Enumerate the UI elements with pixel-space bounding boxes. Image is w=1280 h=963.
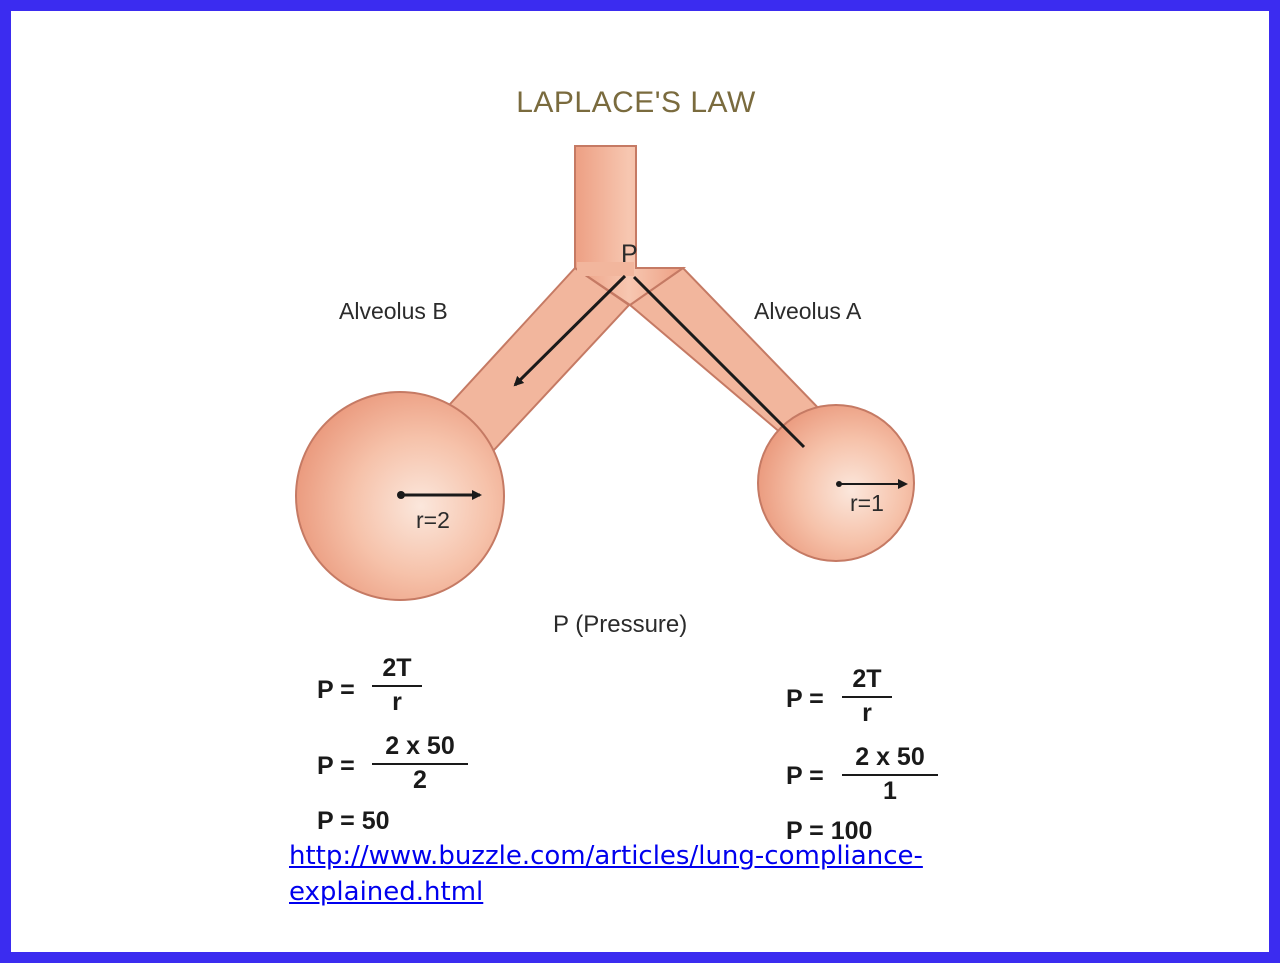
left-eq2-prefix: P = — [317, 752, 355, 780]
right-eq1-fraction: 2T r — [842, 665, 892, 728]
pressure-point-label: P — [621, 240, 638, 268]
pressure-caption: P (Pressure) — [553, 611, 688, 638]
diagram-title: LAPLACE'S LAW — [516, 86, 756, 119]
right-eq2-denominator: 1 — [883, 777, 897, 805]
left-eq2-fraction: 2 x 50 2 — [372, 732, 468, 795]
right-eq1-denominator: r — [862, 699, 872, 727]
radius-b-label: r=2 — [416, 507, 450, 533]
alveolus-b-label: Alveolus B — [339, 298, 448, 324]
alveolus-a-sphere — [757, 404, 915, 562]
left-result: P = 50 — [317, 807, 390, 835]
junction-fill — [577, 262, 634, 276]
flow-arrow-to-b — [513, 274, 627, 387]
right-eq2-numerator: 2 x 50 — [842, 743, 938, 776]
flow-line-from-a — [632, 275, 806, 449]
radius-a-label: r=1 — [850, 490, 884, 516]
source-link[interactable]: http://www.buzzle.com/articles/lung-comp… — [289, 841, 923, 907]
right-eq2-prefix: P = — [786, 762, 824, 790]
left-eq1-numerator: 2T — [372, 654, 422, 687]
left-eq1-denominator: r — [392, 688, 402, 716]
alveolus-a-label: Alveolus A — [754, 298, 862, 324]
right-eq1-numerator: 2T — [842, 665, 892, 698]
left-eq2-numerator: 2 x 50 — [372, 732, 468, 765]
right-eq2-fraction: 2 x 50 1 — [842, 743, 938, 806]
right-eq1-prefix: P = — [786, 685, 824, 713]
right-result: P = 100 — [786, 817, 873, 845]
left-eq2-denominator: 2 — [413, 766, 427, 794]
left-eq1-prefix: P = — [317, 676, 355, 704]
left-eq1-fraction: 2T r — [372, 654, 422, 717]
